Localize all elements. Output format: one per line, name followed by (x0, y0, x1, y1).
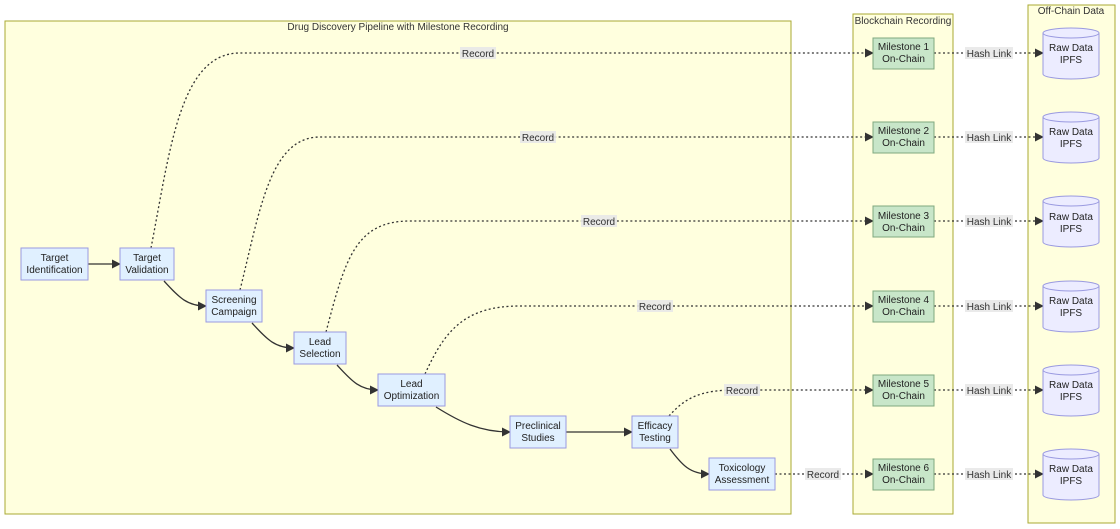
data-store-label-line2: IPFS (1060, 476, 1083, 487)
milestone-1[interactable]: Milestone 1 On-Chain (872, 37, 935, 70)
node-target-identification[interactable]: Target Identification (20, 247, 89, 281)
data-store-label-line1: Raw Data (1049, 464, 1093, 475)
edge-efficacy-toxicology (669, 448, 710, 479)
record-label-1: Record (462, 49, 494, 60)
milestone-label-line1: Milestone 6 (878, 463, 930, 474)
data-store-label-line1: Raw Data (1049, 43, 1093, 54)
data-store-6[interactable]: Raw Data IPFS (1042, 448, 1100, 501)
node-label-line2: Optimization (384, 391, 440, 402)
node-label-line1: Target (133, 253, 161, 264)
node-lead-optimization[interactable]: Lead Optimization (377, 373, 446, 407)
hash-label-5: Hash Link (967, 386, 1012, 397)
node-preclinical-studies[interactable]: Preclinical Studies (509, 415, 567, 449)
edge-optimization-preclinical (435, 406, 511, 437)
data-store-2[interactable]: Raw Data IPFS (1042, 111, 1100, 164)
pipeline-edges (88, 259, 710, 479)
milestone-label-line1: Milestone 2 (878, 126, 930, 137)
data-store-3[interactable]: Raw Data IPFS (1042, 195, 1100, 248)
node-label-line2: Testing (639, 433, 671, 444)
node-label-line1: Lead (309, 337, 331, 348)
record-edge-2 (239, 132, 874, 291)
node-label-line1: Preclinical (515, 421, 561, 432)
cluster-pipeline-title: Drug Discovery Pipeline with Milestone R… (287, 22, 508, 33)
node-label-line1: Target (41, 253, 69, 264)
record-label-2: Record (522, 133, 554, 144)
milestone-label-line2: On-Chain (882, 307, 925, 318)
data-store-label-line2: IPFS (1060, 392, 1083, 403)
hash-labels: Hash Link Hash Link Hash Link Hash Link … (965, 47, 1013, 481)
record-edge-3 (325, 216, 874, 333)
hash-label-6: Hash Link (967, 470, 1012, 481)
data-store-1[interactable]: Raw Data IPFS (1042, 27, 1100, 80)
data-store-label-line2: IPFS (1060, 308, 1083, 319)
node-label-line1: Efficacy (638, 421, 673, 432)
data-store-label-line1: Raw Data (1049, 212, 1093, 223)
milestone-label-line2: On-Chain (882, 138, 925, 149)
data-store-label-line1: Raw Data (1049, 380, 1093, 391)
hash-label-3: Hash Link (967, 217, 1012, 228)
data-store-label-line1: Raw Data (1049, 127, 1093, 138)
hash-label-4: Hash Link (967, 302, 1012, 313)
milestone-label-line1: Milestone 4 (878, 295, 930, 306)
milestone-label-line1: Milestone 1 (878, 42, 930, 53)
node-label-line2: Identification (26, 265, 82, 276)
node-label-line2: Selection (299, 349, 340, 360)
edge-validation-screening (163, 280, 207, 311)
record-label-4: Record (639, 302, 671, 313)
node-lead-selection[interactable]: Lead Selection (293, 331, 347, 365)
hash-label-2: Hash Link (967, 133, 1012, 144)
edge-screening-selection (251, 322, 295, 353)
data-store-label-line2: IPFS (1060, 224, 1083, 235)
node-label-line2: Validation (125, 265, 168, 276)
node-label-line1: Toxicology (719, 463, 766, 474)
node-label-line2: Campaign (211, 307, 257, 318)
milestone-2[interactable]: Milestone 2 On-Chain (872, 121, 935, 154)
milestone-label-line2: On-Chain (882, 391, 925, 402)
record-edge-1 (150, 48, 874, 249)
cluster-blockchain-title: Blockchain Recording (855, 16, 952, 27)
node-label-line1: Lead (400, 379, 422, 390)
milestone-label-line2: On-Chain (882, 54, 925, 65)
node-label-line2: Assessment (715, 475, 770, 486)
data-store-label-line1: Raw Data (1049, 296, 1093, 307)
cluster-offchain: Off-Chain Data (1027, 4, 1116, 524)
data-store-label-line2: IPFS (1060, 139, 1083, 150)
cluster-blockchain: Blockchain Recording (852, 13, 954, 515)
data-store-4[interactable]: Raw Data IPFS (1042, 280, 1100, 333)
milestone-label-line2: On-Chain (882, 223, 925, 234)
milestone-label-line1: Milestone 3 (878, 211, 930, 222)
node-target-validation[interactable]: Target Validation (119, 247, 175, 281)
milestone-label-line1: Milestone 5 (878, 379, 930, 390)
milestone-label-line2: On-Chain (882, 475, 925, 486)
hash-label-1: Hash Link (967, 49, 1012, 60)
node-label-line1: Screening (211, 295, 256, 306)
record-label-3: Record (583, 217, 615, 228)
edge-selection-optimization (336, 364, 379, 395)
data-store-label-line2: IPFS (1060, 55, 1083, 66)
record-labels: Record Record Record Record Record Recor… (460, 47, 841, 481)
cluster-offchain-title: Off-Chain Data (1038, 6, 1105, 17)
milestone-6[interactable]: Milestone 6 On-Chain (872, 458, 935, 491)
record-label-5: Record (726, 386, 758, 397)
data-store-5[interactable]: Raw Data IPFS (1042, 364, 1100, 417)
milestone-5[interactable]: Milestone 5 On-Chain (872, 374, 935, 407)
node-efficacy-testing[interactable]: Efficacy Testing (631, 415, 679, 449)
milestone-3[interactable]: Milestone 3 On-Chain (872, 205, 935, 238)
record-label-6: Record (807, 470, 839, 481)
node-label-line2: Studies (521, 433, 554, 444)
milestone-4[interactable]: Milestone 4 On-Chain (872, 290, 935, 323)
node-screening-campaign[interactable]: Screening Campaign (205, 289, 263, 323)
node-toxicology-assessment[interactable]: Toxicology Assessment (708, 457, 776, 491)
